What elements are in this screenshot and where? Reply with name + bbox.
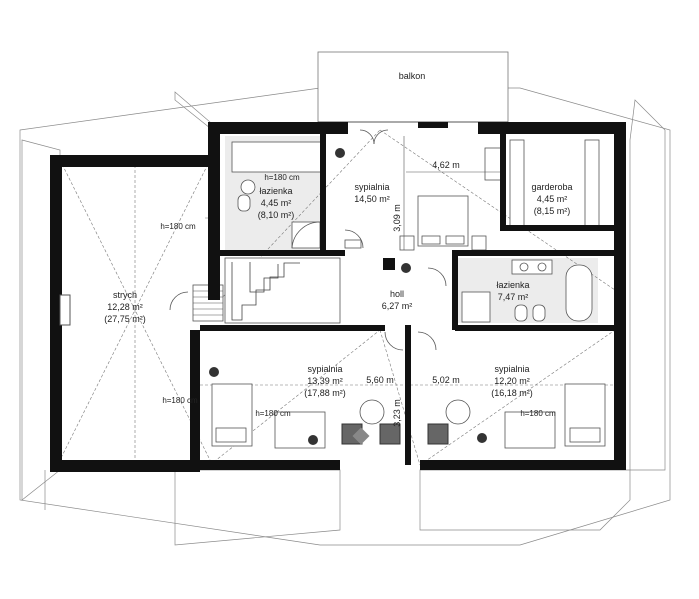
bedroom-left-labels: sypialnia 13,39 m² (17,88 m²) 5,60 m 3,2…	[255, 364, 402, 427]
bedroom-right-area-gross: (16,18 m²)	[491, 388, 533, 398]
toilet-icon	[237, 194, 251, 212]
table-left-icon	[359, 399, 385, 425]
bedroom-left-furniture	[211, 383, 401, 449]
bathroom-top-labels: h=180 cm łazienka 4,45 m² (8,10 m²)	[258, 173, 300, 220]
bedroom-left-area: 13,39 m²	[307, 376, 343, 386]
hall-name: holl	[390, 289, 404, 299]
bedroom-right-labels: sypialnia 12,20 m² (16,18 m²) 5,02 m h=1…	[432, 364, 556, 418]
hall-labels: holl 6,27 m²	[382, 289, 413, 311]
wardrobe-area: 4,45 m²	[537, 194, 568, 204]
door-arcs	[169, 129, 447, 351]
bathroom-top-name: łazienka	[259, 186, 292, 196]
bedroom-top-area: 14,50 m²	[354, 194, 390, 204]
wardrobe-labels: garderoba 4,45 m² (8,15 m²)	[531, 182, 572, 216]
bathroom-mid-fixtures	[461, 259, 593, 323]
bathroom-mid-name: łazienka	[496, 280, 529, 290]
bedroom-top-height: 3,09 m	[392, 204, 402, 232]
bedroom-top-name: sypialnia	[354, 182, 389, 192]
attic-area-gross: (27,75 m²)	[104, 314, 146, 324]
attic-labels: h=180 cm strych 12,28 m² (27,75 m²) h=18…	[104, 222, 198, 405]
bathroom-top-height: h=180 cm	[264, 173, 300, 182]
attic-name: strych	[113, 290, 137, 300]
attic-height-bottom: h=180 cm	[162, 396, 198, 405]
bathtub-icon	[565, 264, 593, 322]
bedroom-top-furniture	[399, 147, 506, 251]
bedroom-left-height: 3,23 m	[392, 399, 402, 427]
bathroom-mid-area: 7,47 m²	[498, 292, 529, 302]
wardrobe-area-gross: (8,15 m²)	[534, 206, 571, 216]
attic-area: 12,28 m²	[107, 302, 143, 312]
bedroom-left-area-gross: (17,88 m²)	[304, 388, 346, 398]
armchair-left-2-icon	[379, 423, 401, 445]
bedroom-right-furniture	[427, 383, 606, 449]
desk-right-icon	[504, 411, 556, 449]
bedroom-right-ceiling: h=180 cm	[520, 409, 556, 418]
sink-small-icon	[344, 239, 362, 249]
attic-height-top: h=180 cm	[160, 222, 196, 231]
balkon-label: balkon	[399, 71, 426, 81]
bidet-icon	[532, 304, 546, 322]
armchair-right-icon	[427, 423, 449, 445]
wardrobe-room-furniture	[509, 139, 600, 229]
bedroom-top-labels: sypialnia 14,50 m² 4,62 m 3,09 m	[354, 136, 500, 250]
balcony	[317, 51, 509, 123]
bathroom-top-area-gross: (8,10 m²)	[258, 210, 295, 220]
walls	[50, 122, 626, 472]
bedroom-right-name: sypialnia	[494, 364, 529, 374]
bedroom-right-area: 12,20 m²	[494, 376, 530, 386]
bathroom-top-area: 4,45 m²	[261, 198, 292, 208]
bathroom-top-fixtures	[231, 141, 362, 249]
bedroom-left-ceiling: h=180 cm	[255, 409, 291, 418]
wardrobe-name: garderoba	[531, 182, 572, 192]
bedroom-top-width: 4,62 m	[432, 160, 460, 170]
toilet-mid-icon	[514, 304, 528, 322]
staircase	[192, 257, 341, 324]
slope-lines	[59, 129, 616, 466]
sink-icon	[240, 179, 256, 195]
bedroom-right-width: 5,02 m	[432, 375, 460, 385]
bedroom-left-width: 5,60 m	[366, 375, 394, 385]
bedroom-left-name: sypialnia	[307, 364, 342, 374]
table-right-icon	[445, 399, 471, 425]
bathroom-mid-labels: łazienka 7,47 m²	[496, 280, 529, 302]
shower-mid-icon	[461, 291, 491, 323]
hall-area: 6,27 m²	[382, 301, 413, 311]
